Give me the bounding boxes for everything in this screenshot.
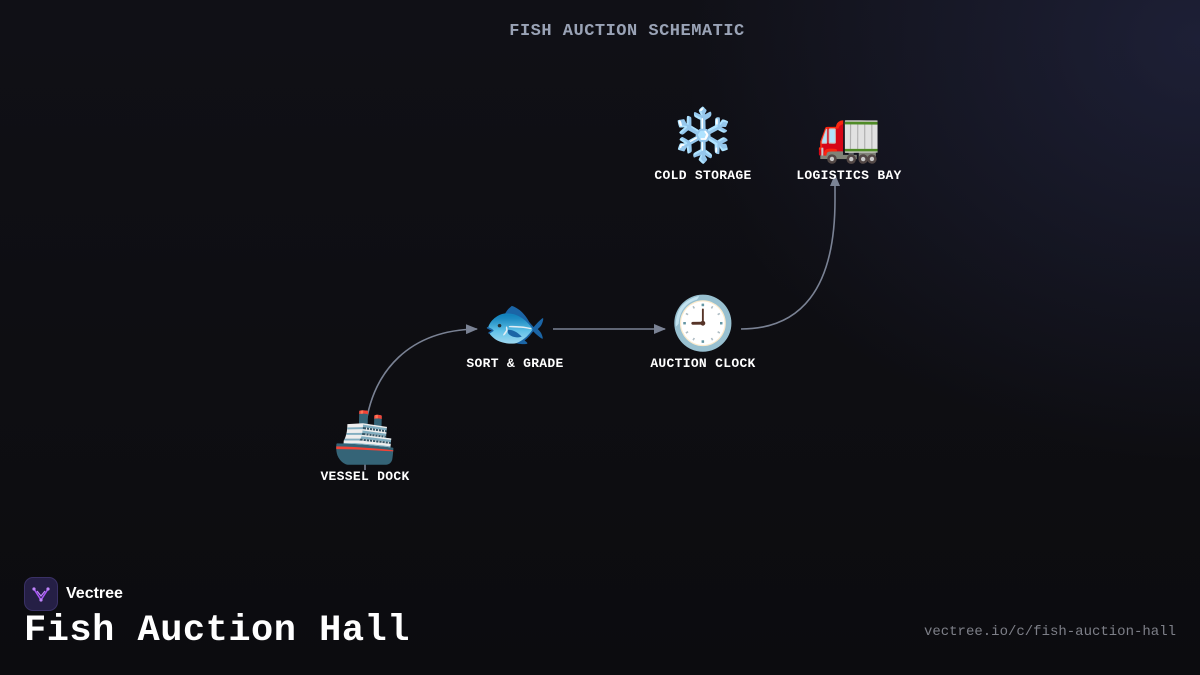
brand-name: Vectree [66,585,123,602]
node-label: COLD STORAGE [654,168,752,183]
vectree-logo-icon [24,577,58,611]
node-cold-storage[interactable]: ❄️ COLD STORAGE [603,106,803,183]
page-title: Fish Auction Hall [24,610,410,652]
node-label: AUCTION CLOCK [650,356,756,371]
node-auction-clock[interactable]: 🕘 AUCTION CLOCK [603,294,803,371]
fish-icon: 🐟 [482,294,548,354]
node-label: SORT & GRADE [466,356,564,371]
edge-vessel-dock-to-sort-grade [364,324,478,470]
node-logistics-bay[interactable]: 🚛 LOGISTICS BAY [749,106,949,183]
diagram-title: FISH AUCTION SCHEMATIC [509,22,745,41]
node-label: VESSEL DOCK [320,469,410,484]
snowflake-icon: ❄️ [670,106,736,166]
brand[interactable]: Vectree [24,577,123,611]
node-sort-grade[interactable]: 🐟 SORT & GRADE [415,294,615,371]
page-url[interactable]: vectree.io/c/fish-auction-hall [923,624,1176,640]
ship-icon: 🚢 [332,407,398,467]
edge-auction-clock-to-logistics-bay [740,174,840,330]
truck-icon: 🚛 [816,106,882,166]
node-label: LOGISTICS BAY [796,168,902,183]
clock-icon: 🕘 [670,294,736,354]
node-vessel-dock[interactable]: 🚢 VESSEL DOCK [265,407,465,484]
